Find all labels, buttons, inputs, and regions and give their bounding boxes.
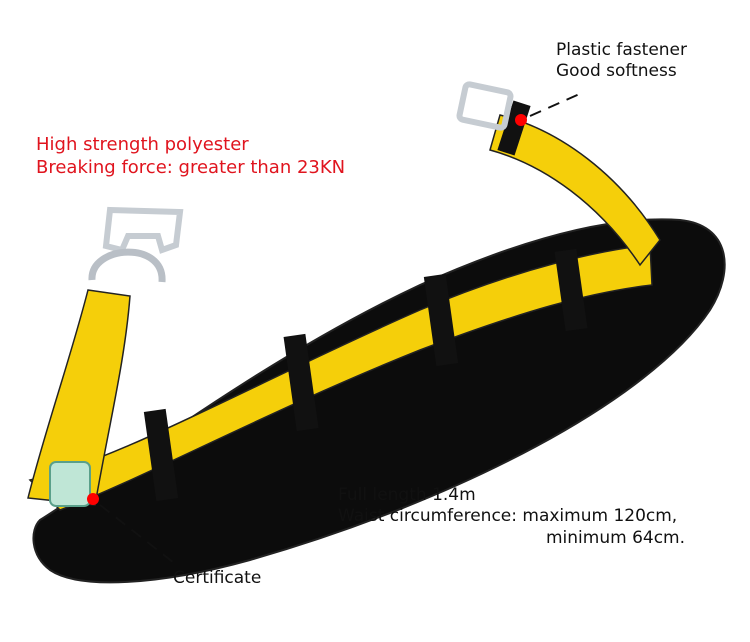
polyester-callout: High strength polyester Breaking force: … xyxy=(36,134,345,179)
strap-keeper xyxy=(423,273,459,367)
fastener-line-1: Plastic fastener xyxy=(556,40,687,60)
certificate-tag xyxy=(49,461,91,507)
d-ring-buckle xyxy=(102,206,184,254)
square-buckle xyxy=(456,81,514,131)
certificate-callout: Certificate xyxy=(173,568,261,589)
certificate-leader-line xyxy=(99,504,179,567)
polyester-line-1: High strength polyester xyxy=(36,134,249,155)
length-line-2: Waist circumference: maximum 120cm, xyxy=(338,506,678,527)
certificate-marker xyxy=(87,493,99,505)
yellow-strap-main xyxy=(28,244,653,511)
polyester-line-2: Breaking force: greater than 23KN xyxy=(36,156,346,178)
yellow-strap-right xyxy=(489,114,661,267)
fastener-leader-line xyxy=(529,91,585,117)
length-callout: Full length 1.4m Waist circumference: ma… xyxy=(338,485,685,549)
fastener-callout: Plastic fastener Good softness xyxy=(556,40,687,83)
d-ring xyxy=(88,248,166,283)
strap-keeper xyxy=(283,333,319,432)
strap-keeper xyxy=(143,408,179,502)
length-line-1: Full length 1.4m xyxy=(338,485,476,505)
certificate-label: Certificate xyxy=(173,568,262,588)
fastener-line-2: Good softness xyxy=(556,61,677,82)
black-waist-pad xyxy=(32,218,726,584)
length-line-3: minimum 64cm. xyxy=(546,527,686,548)
yellow-strap-left xyxy=(27,289,131,506)
fastener-marker xyxy=(515,114,527,126)
strap-keeper xyxy=(554,248,588,332)
